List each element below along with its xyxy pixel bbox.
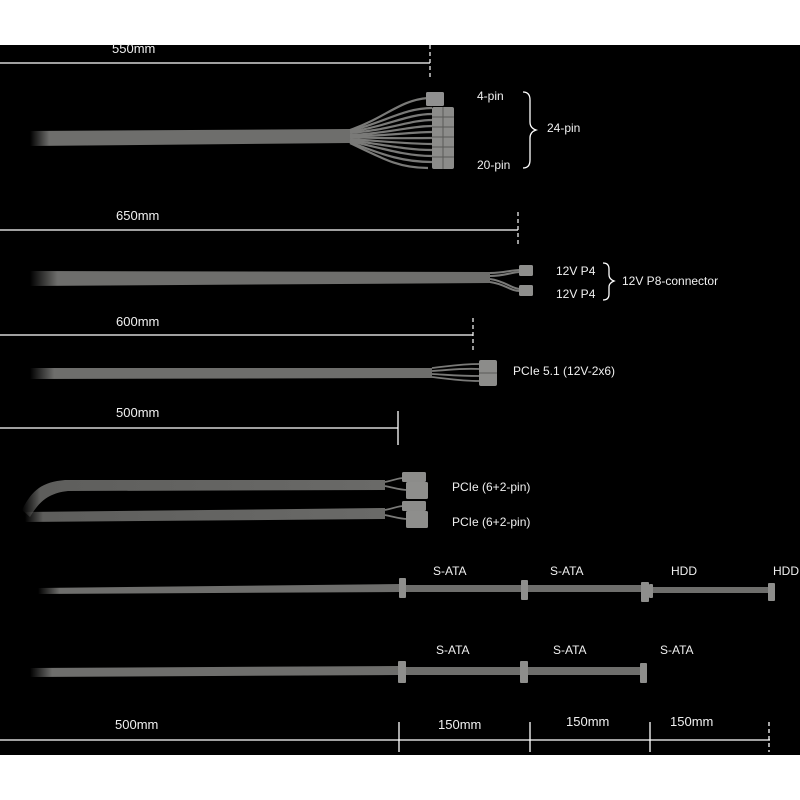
- atx-24pin-label: 24-pin: [547, 121, 581, 135]
- cpu-plug-b-label: 12V P4: [556, 287, 596, 301]
- cpu-plug-b: [519, 285, 533, 296]
- bottom-dimension-line: [0, 722, 770, 752]
- sata-cable: [30, 661, 647, 683]
- pcie-6plus2-cable: [22, 472, 428, 528]
- atx-4pin-plug: [426, 92, 444, 106]
- bottom-dim-label-2: 150mm: [438, 717, 482, 732]
- sata-label-1: S-ATA: [436, 643, 470, 657]
- bottom-dim-label-3: 150mm: [566, 714, 610, 729]
- cpu-group-label: 12V P8-connector: [622, 274, 719, 288]
- cpu-plug-a: [519, 265, 533, 276]
- atx-24pin-cable: [30, 92, 454, 170]
- atx-20pin-label: 20-pin: [477, 158, 511, 172]
- atx-length-dimension: [0, 45, 431, 78]
- pcie-connector-b-label: PCIe (6+2-pin): [452, 515, 531, 529]
- atx-length-label: 550mm: [112, 41, 156, 56]
- sata-hdd-label-4: HDD: [773, 564, 799, 578]
- pcie51-connector-label: PCIe 5.1 (12V-2x6): [513, 364, 616, 378]
- sata-hdd-label-2: S-ATA: [550, 564, 584, 578]
- sata-hdd-label-1: S-ATA: [433, 564, 467, 578]
- atx-brace: [522, 91, 539, 169]
- pcie51-length-dimension: [0, 318, 474, 350]
- pcie-plug-b: [406, 511, 428, 528]
- pcie-connector-a-label: PCIe (6+2-pin): [452, 480, 531, 494]
- pcie-plug-a: [406, 482, 428, 499]
- atx-4pin-label: 4-pin: [477, 89, 504, 103]
- cpu-plug-a-label: 12V P4: [556, 264, 596, 278]
- bottom-dim-label-4: 150mm: [670, 714, 714, 729]
- cpu-8pin-cable: [30, 265, 533, 296]
- sata-hdd-cable: [38, 578, 775, 602]
- cpu-length-label: 650mm: [116, 208, 160, 223]
- bottom-dim-label-1: 500mm: [115, 717, 159, 732]
- pcie-length-dimension: [0, 411, 399, 445]
- pcie-length-label: 500mm: [116, 405, 160, 420]
- cpu-brace: [602, 262, 616, 301]
- cpu-length-dimension: [0, 212, 519, 245]
- sata-label-3: S-ATA: [660, 643, 694, 657]
- sata-label-2: S-ATA: [553, 643, 587, 657]
- sata-hdd-label-3: HDD: [671, 564, 697, 578]
- pcie51-cable: [30, 360, 497, 386]
- pcie51-length-label: 600mm: [116, 314, 160, 329]
- diagram-background: [0, 45, 800, 755]
